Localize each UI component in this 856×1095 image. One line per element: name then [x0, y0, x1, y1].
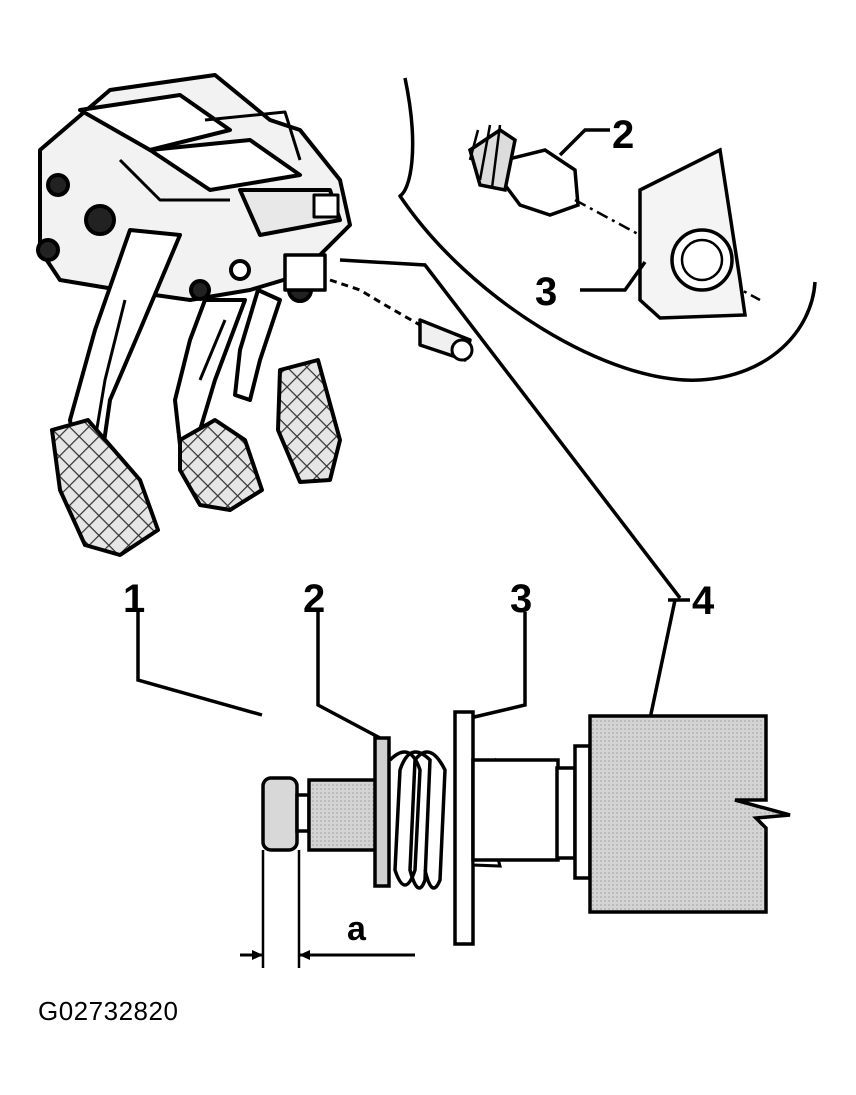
callout-3: 3 [510, 577, 532, 621]
pedal-cluster [36, 73, 817, 557]
plunger-neck [295, 793, 311, 833]
accelerator-arm [233, 288, 282, 402]
switch-body [503, 148, 580, 217]
mounting-plate [453, 710, 475, 946]
brake-pedal-pad [178, 418, 264, 512]
callout-1: 1 [123, 577, 145, 621]
switch-plunger [261, 710, 791, 946]
switch-detail [467, 124, 761, 320]
plunger-tip [261, 776, 299, 852]
accelerator-pedal-pad [276, 358, 342, 484]
upper-callout-lines [558, 128, 647, 292]
housing-collar [555, 766, 577, 860]
upper-callout-3: 3 [535, 270, 557, 314]
dimension-a [240, 850, 415, 968]
callout-4: 4 [692, 579, 715, 623]
lower-callout-lines [136, 258, 690, 791]
switch-housing [471, 758, 560, 862]
spring [388, 750, 447, 890]
callout-2: 2 [303, 577, 325, 621]
detail-view-arc [398, 77, 817, 382]
plunger-shaft [307, 778, 383, 852]
clutch-pedal-pad [50, 418, 160, 557]
washer [373, 736, 391, 888]
switch-connector-body [588, 714, 791, 914]
upper-callout-2: 2 [612, 113, 634, 157]
figure-code: G02732820 [38, 996, 179, 1026]
dimension-a-label: a [347, 910, 367, 948]
